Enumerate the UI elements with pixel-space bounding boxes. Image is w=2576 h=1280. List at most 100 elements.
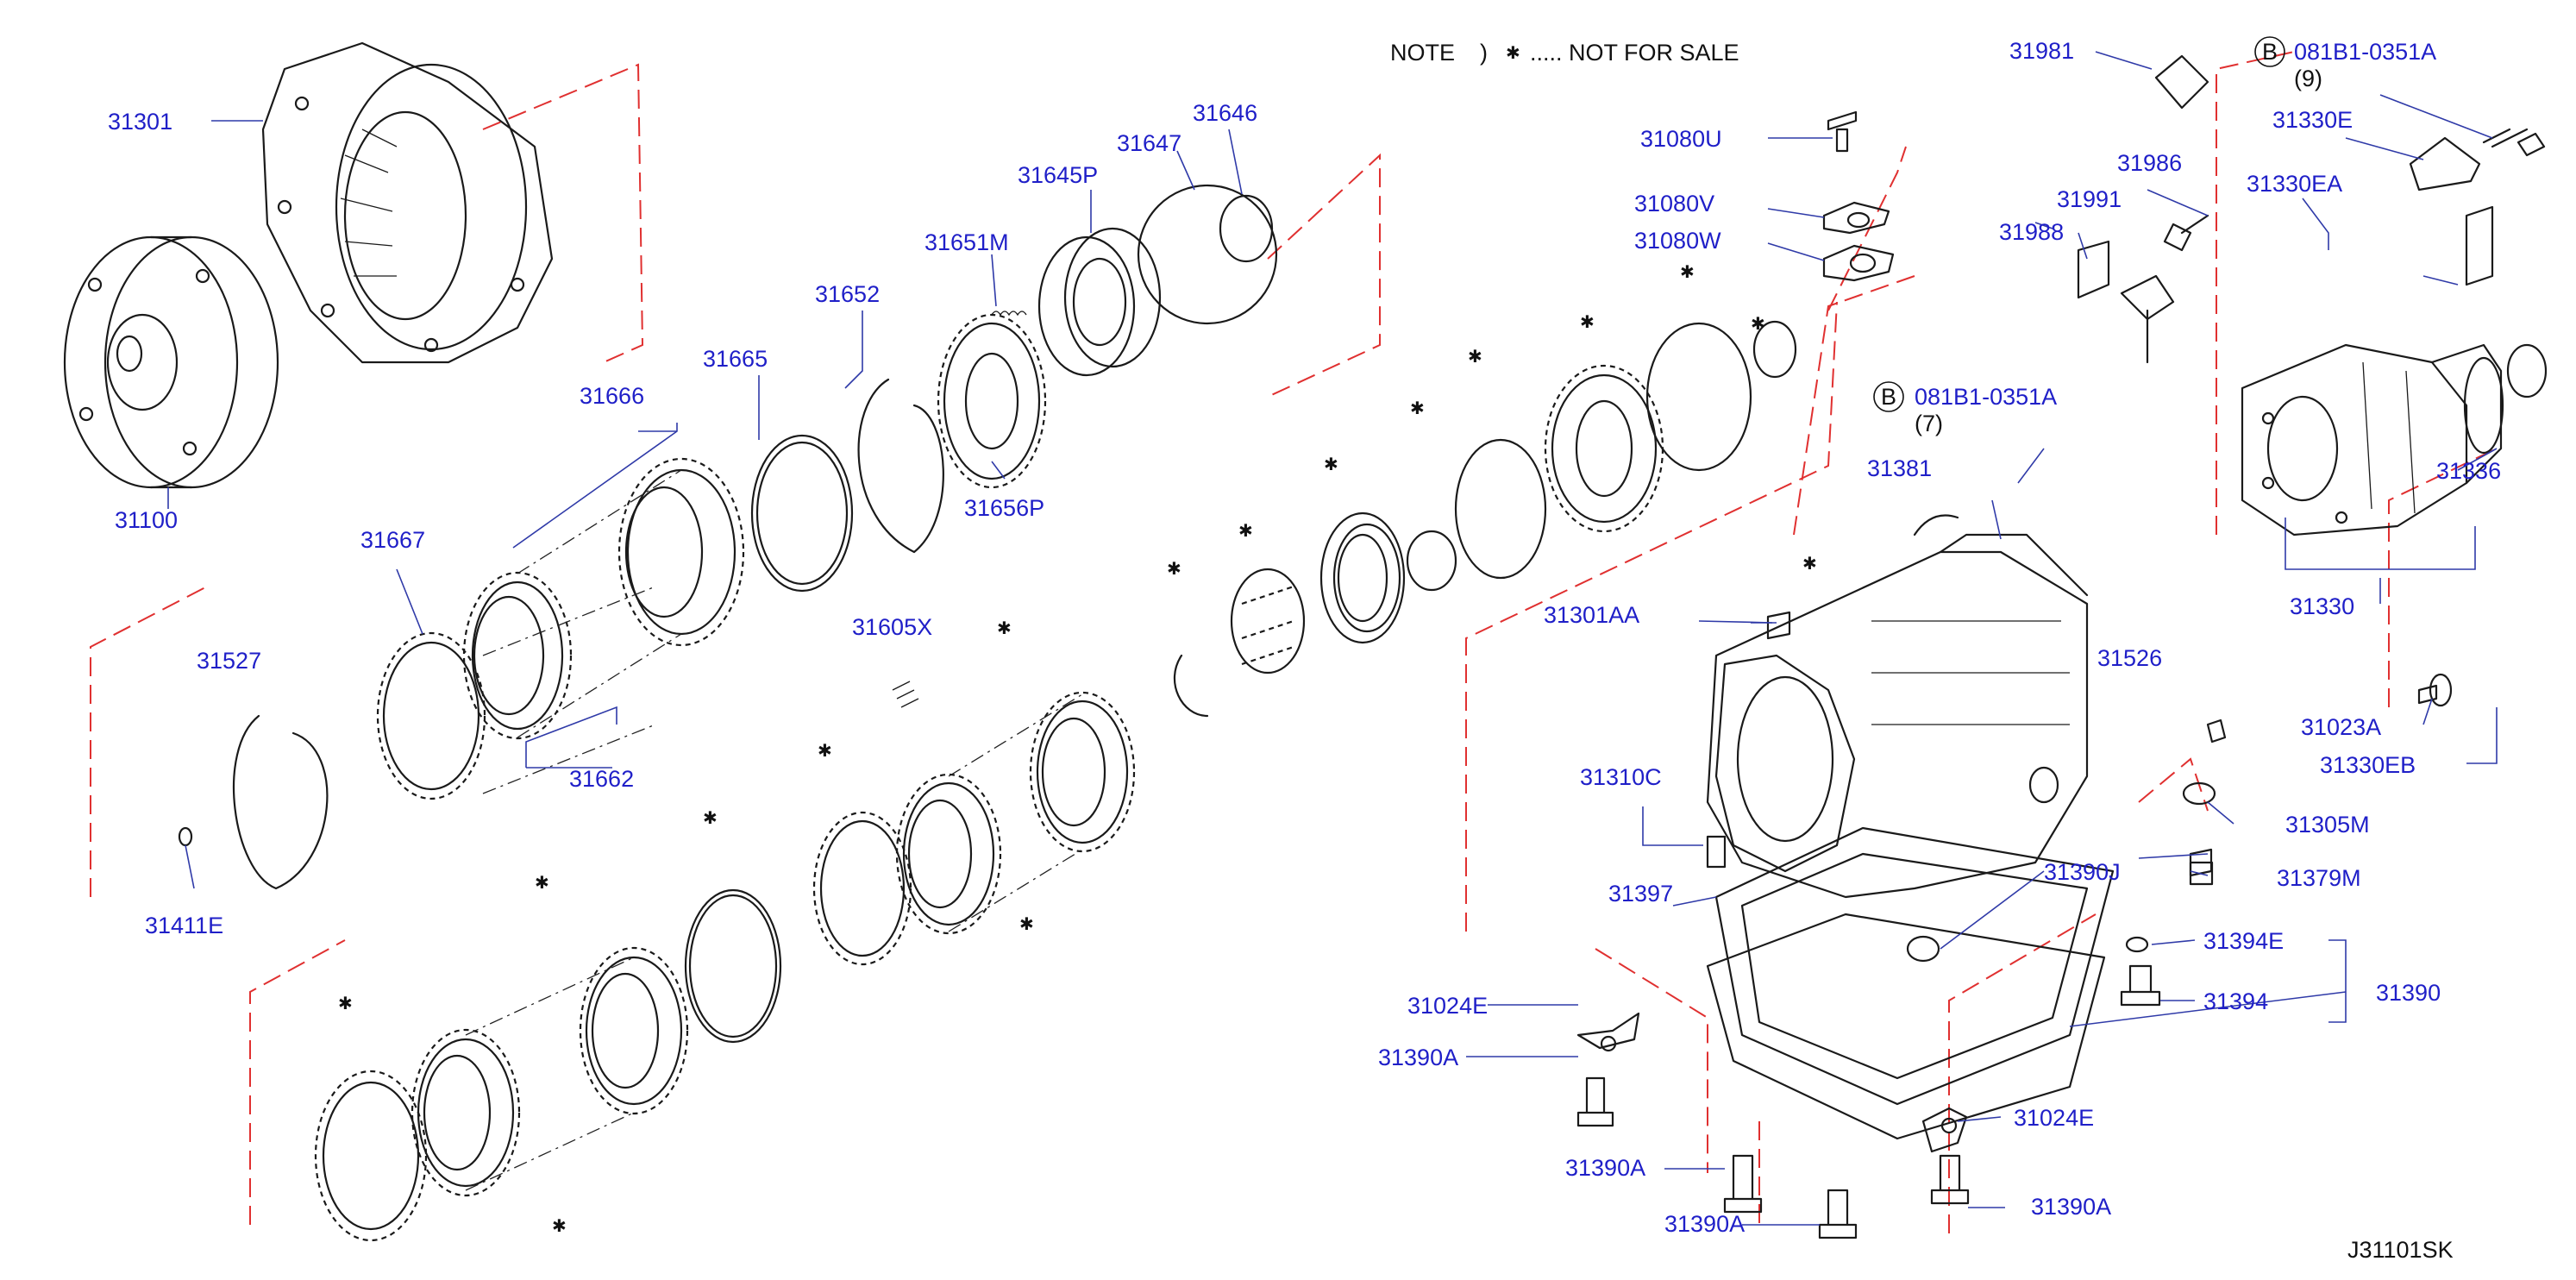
not-for-sale-markers: ✱ ✱ ✱ ✱ ✱ ✱ ✱ ✱ ✱ ✱ ✱ ✱ ✱ ✱ ✱ ✱ [338, 261, 1817, 1236]
centerline-case-top [1793, 275, 1915, 536]
bolt-ref-code[interactable]: 081B1-0351A [2294, 39, 2436, 65]
note-suffix: ..... NOT FOR SALE [1530, 40, 1739, 66]
part-label-31024e-right[interactable]: 31024E [2014, 1105, 2094, 1131]
bolt-marker-circle [2254, 36, 2285, 67]
part-label-31310c[interactable]: 31310C [1580, 764, 1662, 790]
part-label-31023a[interactable]: 31023A [2301, 714, 2381, 740]
nfs-marker: ✱ [1580, 311, 1595, 332]
diagram-code: J31101SK [2347, 1237, 2454, 1263]
upper-right-small-parts[interactable] [1822, 54, 2546, 364]
part-label-31656p[interactable]: 31656P [964, 495, 1044, 521]
part-label-31390j[interactable]: 31390J [2044, 859, 2121, 885]
part-label-31330eb[interactable]: 31330EB [2320, 752, 2416, 778]
nfs-marker: ✱ [1324, 454, 1338, 474]
part-label-31666[interactable]: 31666 [580, 383, 644, 409]
bolt-marker-letter: B [2262, 39, 2278, 65]
pan-fasteners[interactable] [1576, 673, 2453, 1239]
centerline-pan-right [1948, 913, 2097, 1233]
bolt-marker-circle [1873, 381, 1904, 412]
leader-lines [167, 51, 2498, 1226]
bolt-ref-code[interactable]: 081B1-0351A [1915, 384, 2057, 410]
part-label-31645p[interactable]: 31645P [1018, 162, 1098, 188]
part-label-31330[interactable]: 31330 [2290, 593, 2354, 619]
extension-housing[interactable] [2241, 343, 2548, 536]
part-label-31390a-bottom[interactable]: 31390A [1664, 1211, 1745, 1237]
center-gear-assembly[interactable] [1173, 320, 1797, 718]
centerline-lower-clutch [249, 939, 346, 1225]
part-label-31390[interactable]: 31390 [2376, 980, 2441, 1006]
nfs-marker: ✱ [1410, 398, 1425, 418]
part-label-31397[interactable]: 31397 [1608, 881, 1673, 907]
part-label-315xx[interactable]: 31527 [197, 648, 261, 674]
part-label-31330ea[interactable]: 31330EA [2247, 171, 2342, 197]
centerline-extension [2216, 51, 2295, 535]
part-label-31394e[interactable]: 31394E [2203, 928, 2284, 954]
transmission-case[interactable] [1706, 514, 2089, 899]
not-for-sale-symbol: ✱ [1506, 42, 1520, 63]
part-label-31080w[interactable]: 31080W [1634, 228, 1721, 254]
oil-pan[interactable] [1706, 826, 2115, 1140]
part-label-31330e[interactable]: 31330E [2272, 107, 2353, 133]
part-label-31394[interactable]: 31394 [2203, 988, 2268, 1014]
part-label-31336[interactable]: 31336 [2436, 458, 2501, 484]
part-label-31024e-left[interactable]: 31024E [1407, 993, 1488, 1019]
part-label-31411e[interactable]: 31411E [145, 913, 223, 938]
nfs-marker: ✱ [703, 807, 718, 828]
note-paren: ) [1480, 40, 1488, 66]
part-label-31667[interactable]: 31667 [360, 527, 425, 553]
nfs-marker: ✱ [818, 740, 832, 761]
bolt-reference-upper: B 081B1-0351A (9) [2254, 36, 2436, 91]
middle-clutch-assembly[interactable] [178, 586, 656, 890]
part-label-31647[interactable]: 31647 [1117, 130, 1181, 156]
part-label-31665[interactable]: 31665 [703, 346, 768, 372]
part-labels: 31301 31100 31666 31665 31652 31651M 316… [108, 38, 2501, 1237]
nfs-marker: ✱ [535, 872, 549, 893]
centerline-bolt [1827, 146, 1907, 311]
centerline-plug [2138, 757, 2209, 812]
centerline-extension-low [2388, 448, 2498, 707]
bolt-marker-letter: B [1881, 384, 1896, 410]
part-label-31986[interactable]: 31986 [2117, 150, 2182, 176]
part-label-31662[interactable]: 31662 [569, 766, 634, 792]
converter-housing[interactable] [261, 41, 554, 364]
part-label-31379m[interactable]: 31379M [2277, 865, 2361, 891]
nfs-marker: ✱ [1019, 913, 1034, 934]
part-label-31646[interactable]: 31646 [1193, 100, 1257, 126]
nfs-marker: ✱ [1802, 553, 1817, 574]
nfs-marker: ✱ [1468, 346, 1482, 367]
part-label-31651m[interactable]: 31651M [924, 229, 1009, 255]
part-label-31381[interactable]: 31381 [1867, 455, 1932, 481]
part-label-31100[interactable]: 31100 [115, 507, 178, 533]
centerlines [90, 51, 2498, 1233]
nfs-marker: ✱ [338, 993, 353, 1013]
part-label-31526[interactable]: 31526 [2097, 645, 2162, 671]
nfs-marker: ✱ [552, 1215, 567, 1236]
upper-clutch-assembly[interactable] [462, 184, 1278, 740]
part-label-31652[interactable]: 31652 [815, 281, 880, 307]
part-label-31988[interactable]: 31988 [1999, 219, 2064, 245]
centerline-pan-left [1595, 948, 1708, 1173]
part-label-31301aa[interactable]: 31301AA [1544, 602, 1639, 628]
lower-clutch-assembly[interactable] [314, 681, 1136, 1242]
part-label-31080u[interactable]: 31080U [1640, 126, 1722, 152]
note-legend: NOTE ) ✱ ..... NOT FOR SALE [1390, 40, 1739, 66]
part-label-31390a-right[interactable]: 31390A [2031, 1194, 2111, 1220]
part-label-31390a-left[interactable]: 31390A [1378, 1045, 1458, 1070]
part-label-31305m[interactable]: 31305M [2285, 812, 2370, 838]
nfs-marker: ✱ [1680, 261, 1695, 282]
part-label-31301[interactable]: 31301 [108, 109, 172, 135]
centerline-bearing-run [1465, 301, 1838, 932]
centerline-left-ring [90, 586, 208, 897]
part-label-31991[interactable]: 31991 [2057, 186, 2122, 212]
bolt-ref-qty: (9) [2294, 66, 2322, 91]
bolt-reference-lower: B 081B1-0351A (7) [1873, 381, 2057, 436]
torque-converter[interactable] [63, 235, 279, 489]
part-label-31390a-center[interactable]: 31390A [1565, 1155, 1645, 1181]
part-label-3160x[interactable]: 31605X [852, 614, 932, 640]
part-label-31981[interactable]: 31981 [2009, 38, 2074, 64]
part-label-31080v[interactable]: 31080V [1634, 191, 1714, 216]
note-prefix: NOTE [1390, 40, 1455, 66]
centerline-housing [482, 63, 644, 363]
nfs-marker: ✱ [1238, 520, 1253, 541]
